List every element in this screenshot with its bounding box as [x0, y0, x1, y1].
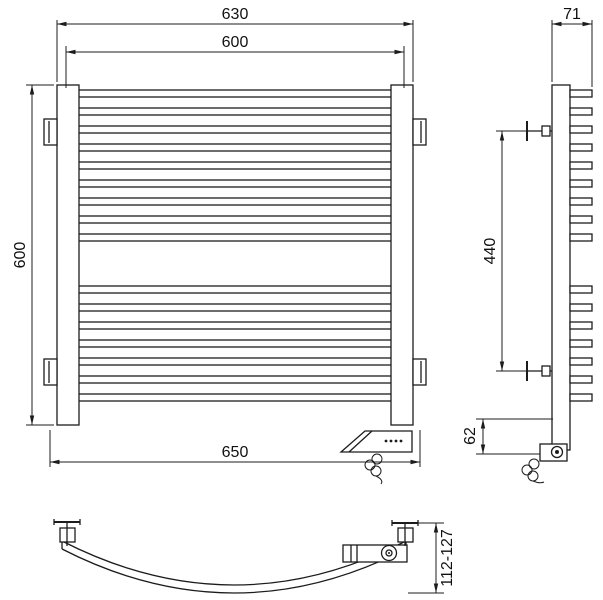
top-bracket-left	[53, 519, 81, 546]
dim-630: 630	[56, 6, 414, 82]
vent-dot	[394, 439, 398, 443]
bar-end	[569, 357, 593, 366]
heating-element-side	[521, 443, 568, 484]
side-bar-ends	[569, 89, 593, 402]
front-view: 630 600 600 650	[12, 6, 427, 485]
bar-end	[569, 161, 593, 170]
bar-end	[569, 107, 593, 116]
dim-label-440: 440	[482, 238, 499, 265]
heating-element-top	[342, 544, 408, 563]
heating-element-front	[339, 430, 413, 485]
dim-label-650: 650	[222, 444, 249, 461]
bar-rung	[65, 197, 405, 206]
bar-rung	[65, 161, 405, 170]
knob-ring	[385, 549, 393, 557]
bar-end	[569, 233, 593, 242]
curved-tube-inner	[61, 548, 407, 594]
bracket-nut	[541, 125, 551, 137]
bar-end	[569, 321, 593, 330]
left-rail	[56, 84, 80, 426]
mounting-bracket	[412, 358, 427, 386]
top-bracket-right	[391, 520, 419, 546]
vent-dot	[399, 439, 403, 443]
dim-600-top: 600	[65, 34, 405, 88]
bar-end	[569, 197, 593, 206]
front-bars	[65, 89, 405, 402]
bar-end	[569, 89, 593, 98]
side-bracket-top	[526, 121, 552, 141]
bar-rung	[65, 357, 405, 366]
dim-label-630: 630	[222, 6, 249, 23]
bar-rung	[65, 179, 405, 188]
bar-rung	[65, 215, 405, 224]
vent-dot	[384, 439, 388, 443]
right-rail	[390, 84, 414, 426]
dim-62: 62	[462, 418, 553, 455]
dim-600-height: 600	[12, 84, 54, 426]
bracket-nut	[541, 365, 551, 377]
dim-650: 650	[49, 430, 421, 467]
mounting-bracket	[412, 118, 427, 146]
vent-dot	[389, 439, 393, 443]
bar-rung	[65, 285, 405, 294]
bar-end	[569, 285, 593, 294]
bar-end	[569, 303, 593, 312]
bar-rung	[65, 233, 405, 242]
thermostat-knob	[380, 544, 398, 562]
dim-label-600-height: 600	[12, 242, 29, 269]
dim-71: 71	[551, 6, 593, 87]
cable-coil	[364, 453, 383, 485]
bar-end	[569, 339, 593, 348]
bar-rung	[65, 393, 405, 402]
cable-coil	[521, 458, 545, 484]
dim-label-600-top: 600	[222, 34, 249, 51]
bar-end	[569, 143, 593, 152]
front-mounting-brackets	[43, 118, 427, 386]
side-view: 71 440 62	[462, 6, 593, 484]
bar-rung	[65, 375, 405, 384]
heater-box	[339, 430, 413, 453]
dim-label-112-127: 112-127	[439, 529, 456, 587]
bar-end	[569, 179, 593, 188]
bar-rung	[65, 321, 405, 330]
heater-detail-line	[348, 430, 373, 453]
bar-end	[569, 125, 593, 134]
side-bracket-bottom	[526, 361, 552, 381]
bar-rung	[65, 143, 405, 152]
side-rail	[551, 84, 571, 451]
bar-end	[569, 393, 593, 402]
bar-rung	[65, 107, 405, 116]
heater-box	[342, 544, 408, 563]
mounting-bracket	[43, 358, 58, 386]
bar-rung	[65, 89, 405, 98]
bar-rung	[65, 303, 405, 312]
bar-rung	[65, 339, 405, 348]
dim-label-62: 62	[462, 427, 479, 445]
bar-rung	[65, 125, 405, 134]
mounting-bracket	[43, 118, 58, 146]
knob-center	[555, 450, 559, 454]
dim-112-127: 112-127	[408, 522, 456, 594]
dim-label-71: 71	[563, 6, 581, 23]
top-view: 112-127	[53, 519, 456, 594]
knob-center	[388, 552, 390, 554]
thermostat-knob	[550, 445, 564, 459]
bar-end	[569, 215, 593, 224]
bar-end	[569, 375, 593, 384]
dim-440: 440	[482, 130, 527, 372]
